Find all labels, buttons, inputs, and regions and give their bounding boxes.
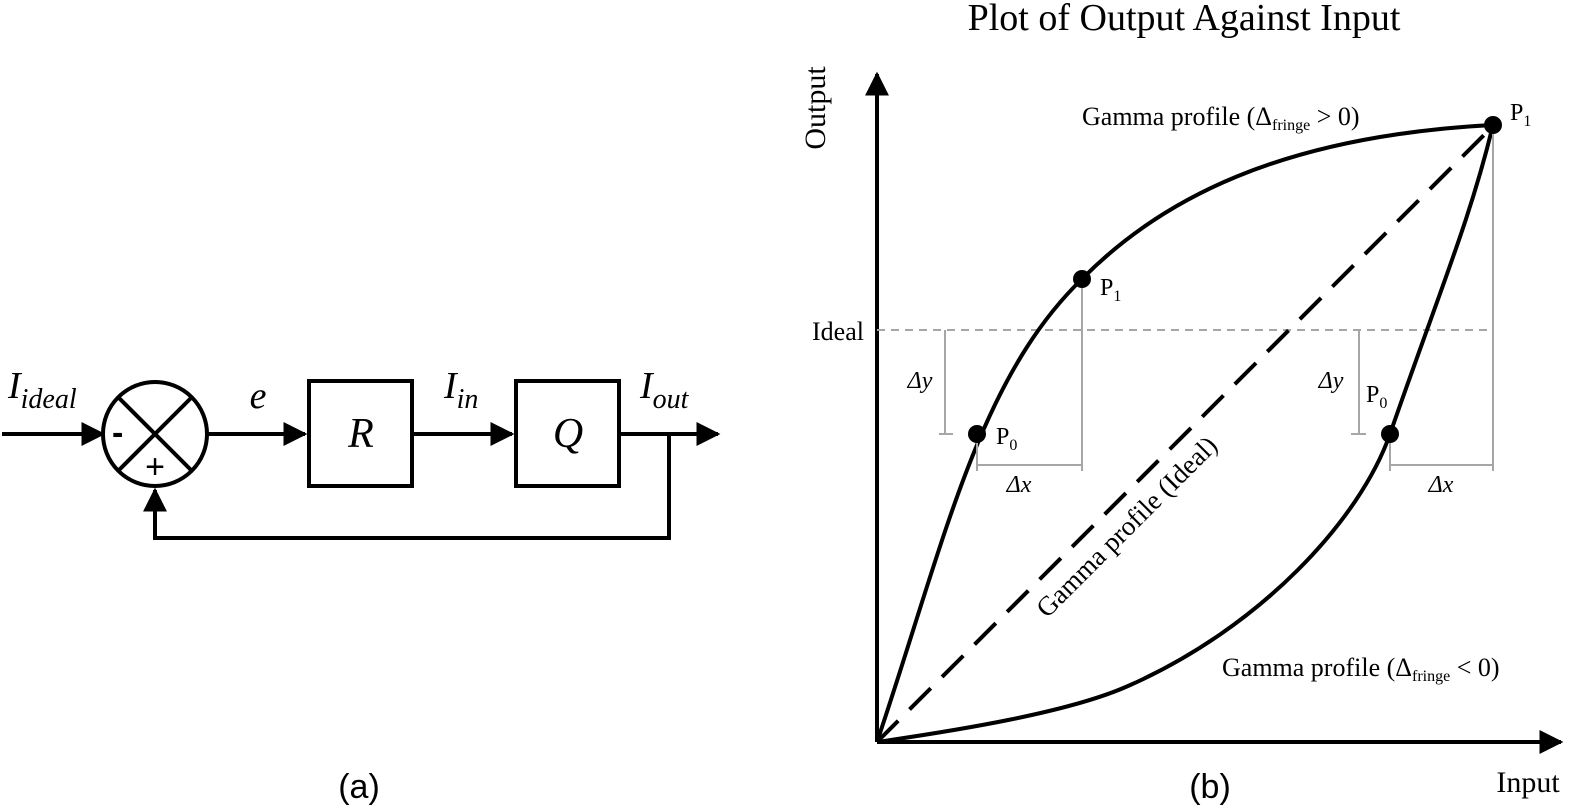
upper-guides <box>939 279 1083 471</box>
ideal-gamma-label: Gamma profile (Ideal) <box>1030 430 1223 623</box>
caption-b: (b) <box>1189 768 1231 806</box>
upper-delta-x: Δx <box>1006 472 1032 498</box>
ideal-gamma-line <box>875 128 1491 744</box>
input-label: Iideal <box>7 365 77 415</box>
lower-gamma-curve <box>876 124 1495 744</box>
lower-delta-x: Δx <box>1428 472 1454 498</box>
summing-junction: - + <box>101 380 209 488</box>
label-upper-p0: P0 <box>996 424 1017 454</box>
point-upper-p1 <box>1073 270 1091 288</box>
label-top-p1: P1 <box>1510 100 1531 130</box>
x-axis-label: Input <box>1496 766 1560 799</box>
gamma-plot: Plot of Output Against Input Output Inpu… <box>799 0 1564 806</box>
block-diagram: Iideal - + e R Iin Q Iout (a) <box>2 365 721 806</box>
y-axis-label: Output <box>799 66 832 150</box>
plus-sign: + <box>145 448 165 486</box>
lower-guides <box>1351 125 1494 471</box>
output-label: Iout <box>639 365 690 415</box>
lower-delta-y: Δy <box>1318 368 1344 394</box>
upper-delta-y: Δy <box>907 368 933 394</box>
point-top-p1 <box>1484 116 1502 134</box>
caption-a: (a) <box>338 768 380 806</box>
mid-label: Iin <box>443 365 478 415</box>
label-lower-p0: P0 <box>1366 382 1387 412</box>
error-label: e <box>250 375 267 417</box>
point-upper-p0 <box>968 425 986 443</box>
ideal-label: Ideal <box>812 317 864 346</box>
feedback-path <box>143 434 671 540</box>
point-lower-p0 <box>1381 425 1399 443</box>
upper-curve-label: Gamma profile (Δfringe > 0) <box>1082 102 1360 134</box>
lower-curve-label: Gamma profile (Δfringe < 0) <box>1222 653 1500 685</box>
label-upper-p1: P1 <box>1100 275 1121 305</box>
minus-sign: - <box>112 414 123 452</box>
block-r <box>307 379 414 488</box>
block-q-label: Q <box>553 411 583 457</box>
plot-title: Plot of Output Against Input <box>968 0 1401 39</box>
block-q <box>514 379 621 488</box>
block-r-label: R <box>347 411 374 457</box>
